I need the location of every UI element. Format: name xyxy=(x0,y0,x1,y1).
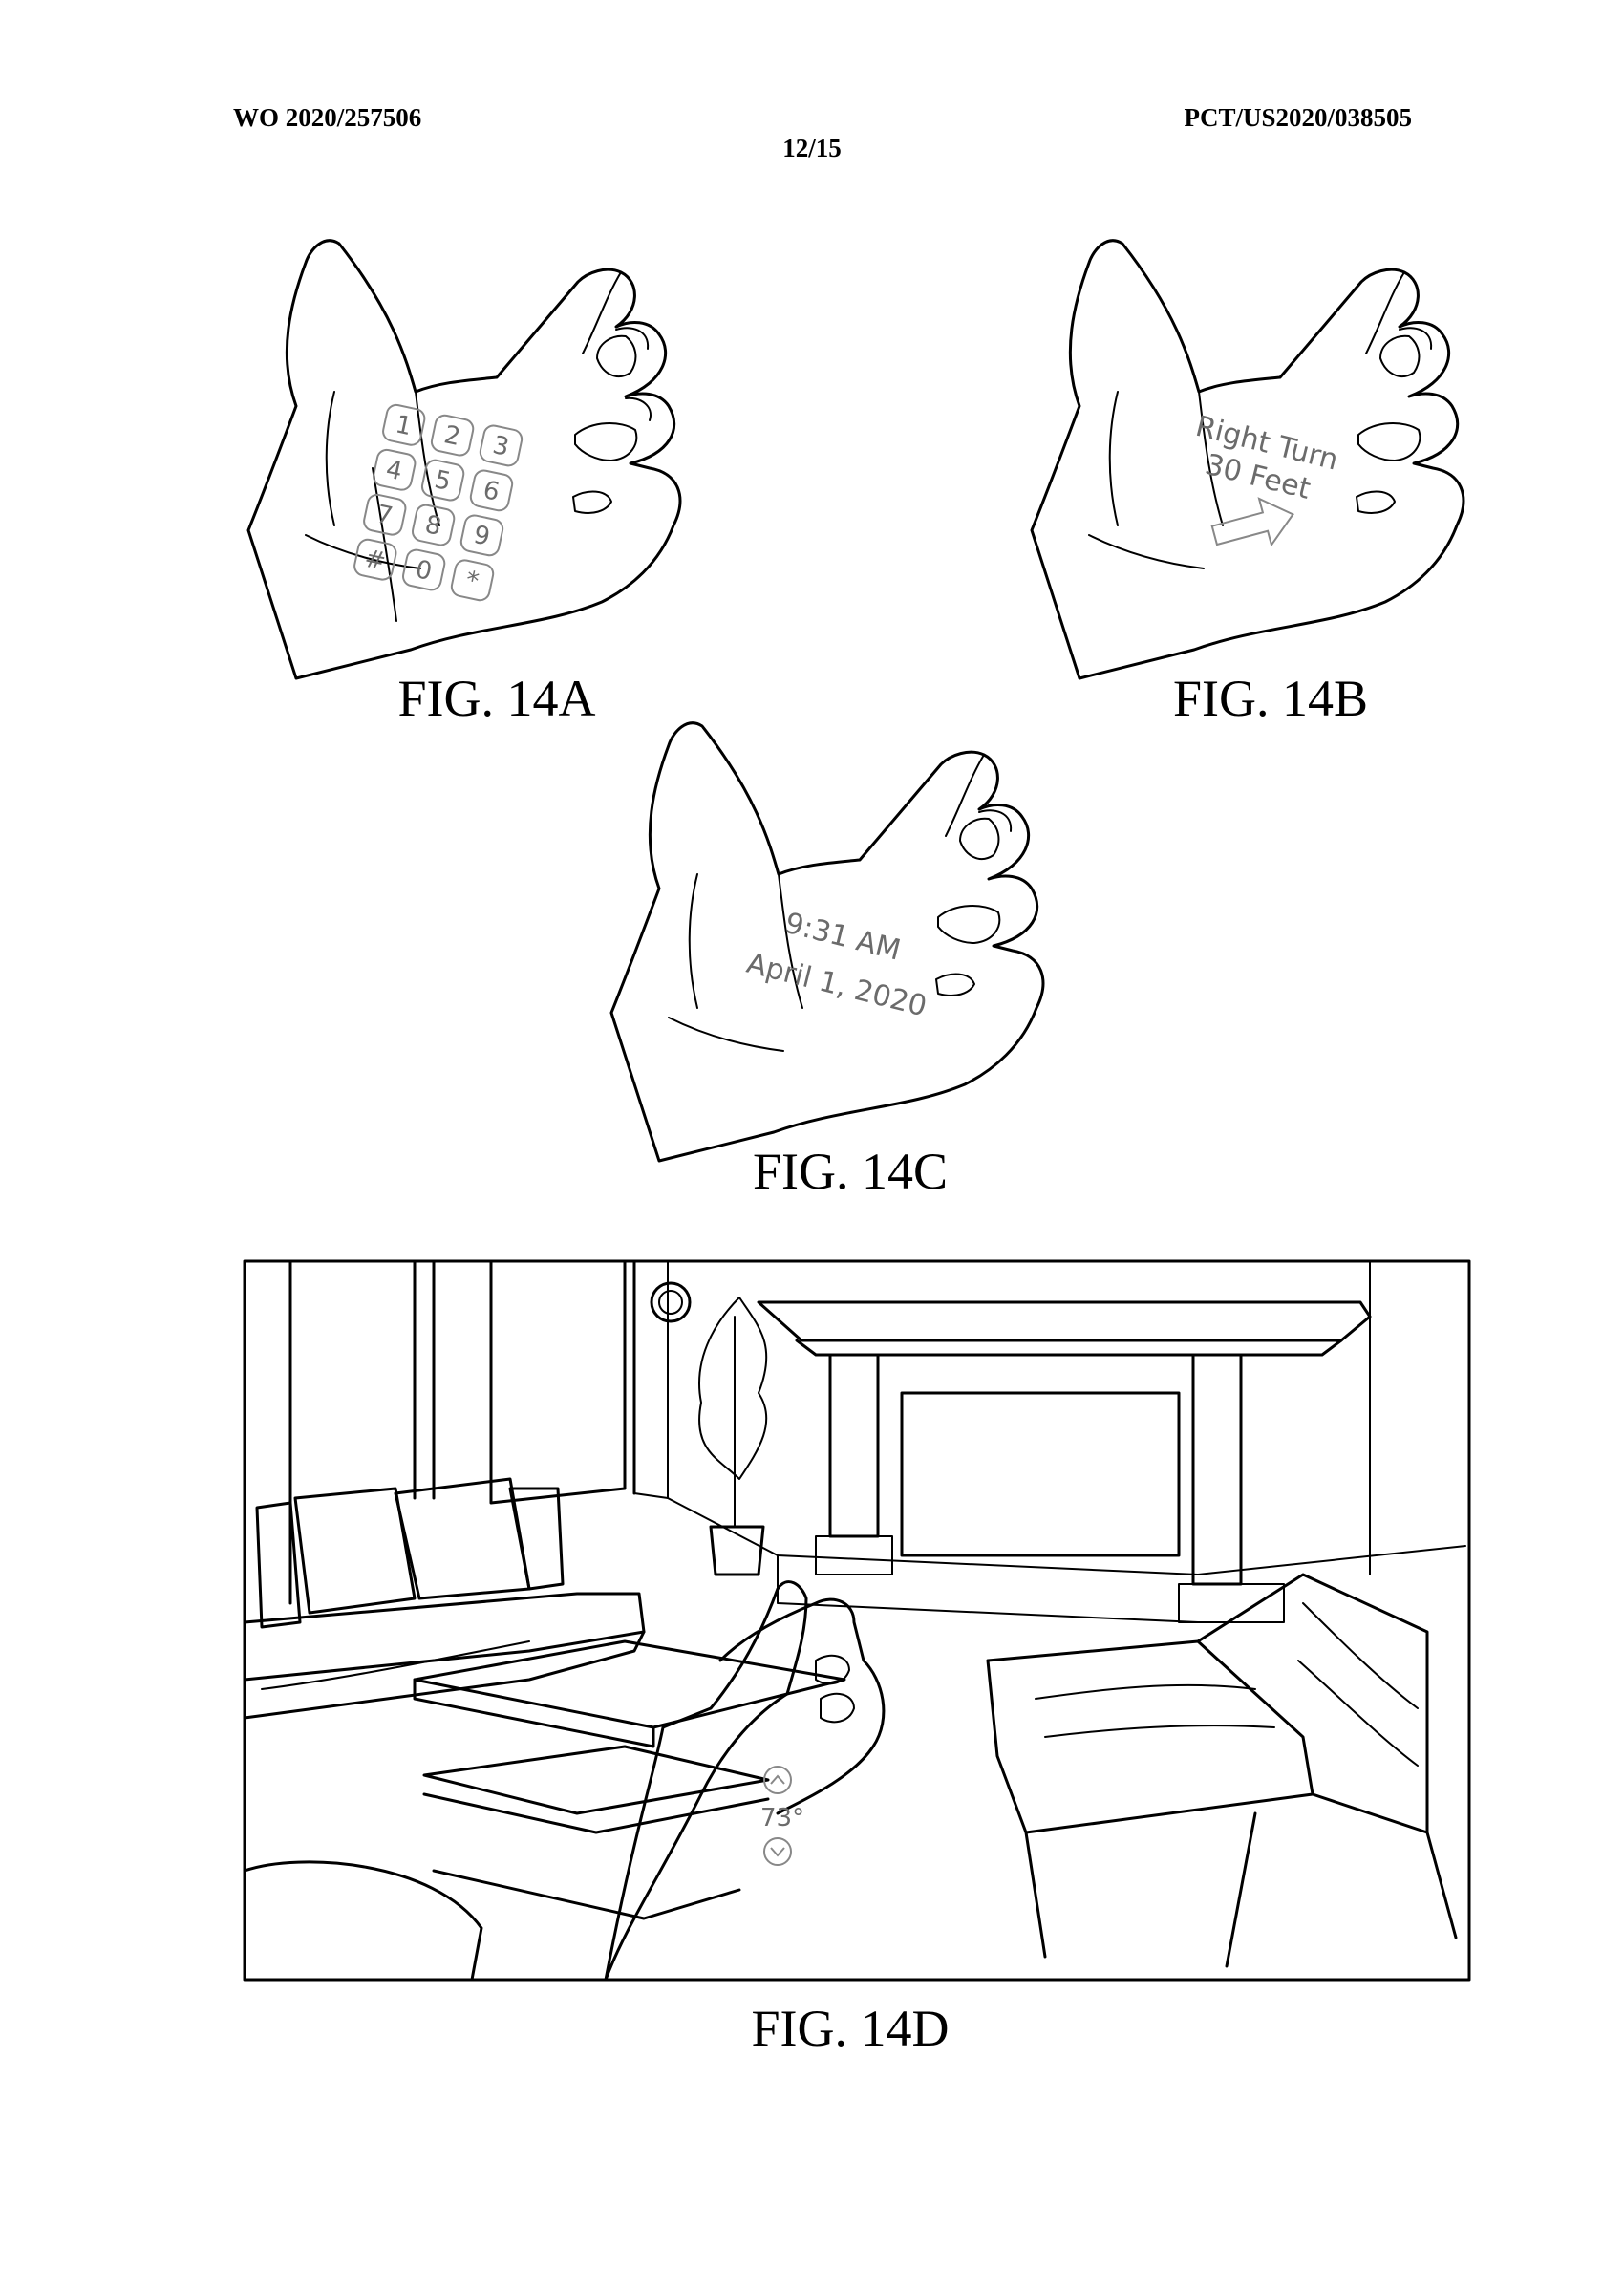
fireplace xyxy=(757,1300,1372,1623)
keypad-key-label: 9 xyxy=(471,521,492,552)
keypad-key-label: * xyxy=(463,566,481,596)
keypad-key[interactable]: 1 xyxy=(381,403,426,446)
figure-14d-drawing: 73° xyxy=(243,1259,1471,1982)
figure-14b-drawing: Right Turn 30 Feet xyxy=(1030,239,1465,680)
figure-14c-drawing: 9:31 AM April 1, 2020 xyxy=(609,721,1045,1163)
hand-illustration xyxy=(609,721,1045,1163)
sheet-number: 12/15 xyxy=(782,134,842,162)
figure-caption-14d: FIG. 14D xyxy=(751,2000,950,2057)
keypad-key-label: # xyxy=(362,545,389,577)
keypad-key-label: 3 xyxy=(490,431,511,462)
hand-illustration xyxy=(604,1580,886,1982)
publication-number: WO 2020/257506 xyxy=(233,103,422,132)
figure-frame xyxy=(243,1259,1471,1982)
figure-caption-14c: FIG. 14C xyxy=(752,1143,949,1200)
hand-illustration xyxy=(1030,239,1465,680)
keypad-key[interactable]: 3 xyxy=(479,424,524,467)
keypad-key[interactable]: 8 xyxy=(411,504,456,546)
date-display: April 1, 2020 xyxy=(743,947,930,1024)
armchair xyxy=(986,1573,1458,1968)
keypad-key-label: 6 xyxy=(481,476,502,507)
coffee-table xyxy=(413,1639,846,1920)
keypad-key-label: 7 xyxy=(374,500,395,531)
window xyxy=(288,1259,636,1605)
figure-caption-14b: FIG. 14B xyxy=(1172,670,1369,727)
keypad-key-label: 0 xyxy=(413,555,434,587)
figure-caption-14a: FIG. 14A xyxy=(397,670,596,727)
keypad-key[interactable]: 7 xyxy=(362,493,407,536)
keypad-key[interactable]: # xyxy=(353,538,397,581)
wall-light xyxy=(650,1281,692,1323)
keypad-key-label: 5 xyxy=(432,465,453,497)
keypad-key-label: 8 xyxy=(422,510,443,542)
potted-plant xyxy=(698,1297,768,1576)
temperature-display: 73° xyxy=(760,1804,804,1832)
chevron-down-icon[interactable] xyxy=(763,1837,792,1866)
keypad-key[interactable]: 0 xyxy=(401,548,446,591)
temperature-widget: 73° xyxy=(760,1766,804,1866)
keypad-key[interactable]: * xyxy=(450,559,495,602)
keypad-key-label: 4 xyxy=(383,455,404,486)
keypad-key-label: 1 xyxy=(393,410,414,441)
keypad-key[interactable]: 5 xyxy=(420,459,465,502)
keypad-key[interactable]: 4 xyxy=(372,448,417,491)
sofa xyxy=(243,1477,646,1720)
application-number: PCT/US2020/038505 xyxy=(1184,103,1412,132)
hand-illustration xyxy=(246,239,682,680)
right-arrow-icon xyxy=(1210,497,1294,547)
keypad-key[interactable]: 9 xyxy=(459,514,504,557)
keypad-key[interactable]: 6 xyxy=(469,469,514,512)
keypad-key[interactable]: 2 xyxy=(430,414,475,457)
keypad-key-label: 2 xyxy=(441,420,462,452)
chevron-up-icon[interactable] xyxy=(763,1766,792,1794)
